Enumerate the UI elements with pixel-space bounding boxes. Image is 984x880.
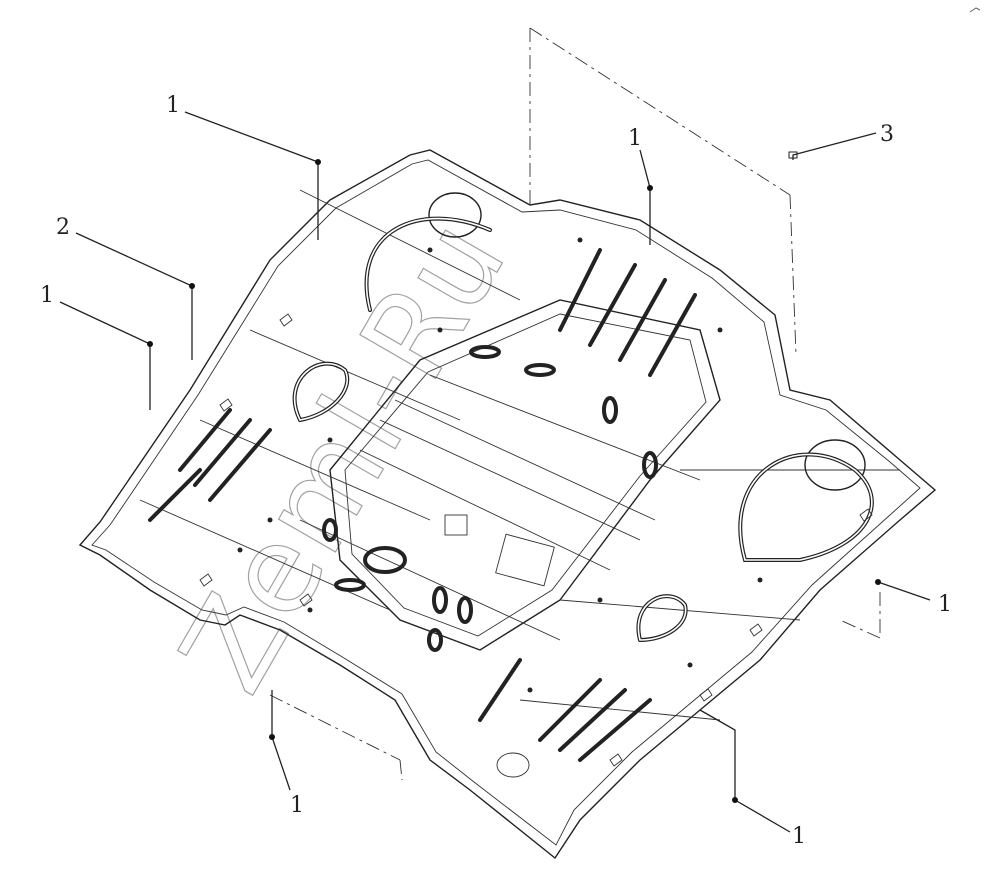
callout-number: 1	[40, 283, 54, 308]
mounting-holes	[237, 237, 763, 693]
floor-pan-body	[78, 149, 937, 860]
callout-1-right: 1	[875, 579, 952, 617]
callout-number: 1	[166, 93, 180, 118]
callout-1-bottom-left: 1	[269, 690, 304, 818]
callout-number: 1	[792, 824, 806, 849]
corner-mark	[969, 7, 981, 13]
callouts: 1 2 1 1 3 1	[40, 93, 952, 849]
watermark-text: Zeml-Ru	[155, 197, 534, 715]
callout-2: 2	[56, 215, 195, 360]
callout-number: 1	[628, 126, 642, 151]
callout-1-top-left: 1	[166, 93, 321, 240]
callout-number: 1	[938, 592, 952, 617]
callout-number: 3	[880, 122, 894, 147]
callout-1-bottom-right: 1	[699, 709, 806, 849]
watermark: Zeml-Ru	[154, 196, 534, 715]
callout-1-left: 1	[40, 283, 153, 410]
callout-number: 2	[56, 215, 70, 240]
callout-3: 3	[788, 122, 894, 160]
callout-number: 1	[290, 793, 304, 818]
callout-1-top-middle: 1	[628, 126, 653, 245]
